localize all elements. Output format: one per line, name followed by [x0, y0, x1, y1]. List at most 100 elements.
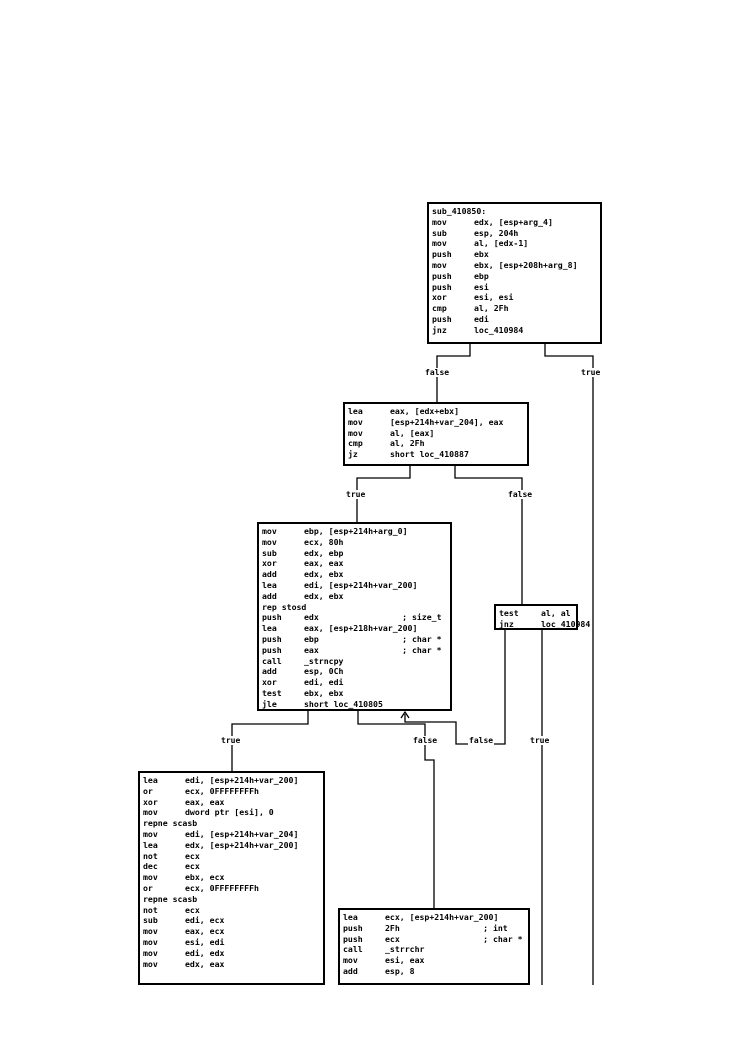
- asm-mnemonic: add: [343, 965, 358, 976]
- asm-mnemonic: jnz: [499, 618, 514, 629]
- asm-mnemonic: mov: [143, 828, 158, 839]
- edge-b1-true: [544, 344, 594, 985]
- asm-operands: al, [eax]: [390, 427, 435, 438]
- asm-mnemonic: add: [262, 569, 277, 580]
- code-block-4[interactable]: test al, al jnz loc_410984: [494, 604, 590, 630]
- asm-mnemonic: sub: [432, 227, 447, 238]
- asm-operands: ecx: [185, 850, 200, 861]
- asm-operands: esi, esi: [474, 292, 514, 303]
- asm-operands: edi, [esp+214h+var_200]: [185, 775, 299, 785]
- asm-operands: ebp: [304, 633, 319, 644]
- asm-line: xor edi, edi: [262, 677, 447, 688]
- asm-operands: short loc_410887: [390, 449, 469, 460]
- asm-mnemonic: xor: [432, 292, 447, 303]
- asm-mnemonic: push: [432, 249, 452, 260]
- asm-mnemonic: lea: [343, 912, 358, 922]
- asm-mnemonic: mov: [432, 238, 447, 249]
- asm-operands: ecx, 0FFFFFFFFh: [185, 785, 259, 796]
- asm-operands: 2Fh: [385, 922, 400, 933]
- asm-operands: esp, 204h: [474, 227, 519, 238]
- asm-operands: loc_410984: [474, 324, 524, 335]
- asm-mnemonic: cmp: [348, 438, 363, 449]
- asm-operands: edx, ebx: [304, 590, 344, 601]
- asm-mnemonic: sub: [143, 915, 158, 926]
- asm-operands: ecx, 0FFFFFFFFh: [185, 882, 259, 893]
- edge-label-b4-true: true: [529, 736, 551, 745]
- asm-operands: edi, edx: [185, 947, 225, 958]
- asm-line: mov al, [eax]: [348, 428, 524, 439]
- asm-mnemonic: dec: [143, 861, 158, 872]
- asm-mnemonic: mov: [143, 947, 158, 958]
- asm-operands: edi, edi: [304, 677, 344, 688]
- edge-label-b1-false: false: [424, 368, 451, 377]
- asm-operands: ecx: [385, 933, 400, 944]
- asm-operands: edx, ebp: [304, 547, 344, 558]
- edge-b2-true: [356, 466, 411, 522]
- asm-operands: al, al: [541, 608, 571, 618]
- asm-mnemonic: mov: [432, 259, 447, 270]
- asm-operands: ebx, ecx: [185, 872, 225, 883]
- asm-mnemonic: mov: [343, 955, 358, 966]
- asm-operands: edx, eax: [185, 958, 225, 969]
- asm-mnemonic: not: [143, 850, 158, 861]
- asm-operands: ecx, 80h: [304, 536, 344, 547]
- asm-operands: ecx: [185, 861, 200, 872]
- asm-mnemonic: mov: [348, 416, 363, 427]
- asm-mnemonic: xor: [262, 677, 277, 688]
- asm-mnemonic: mov: [143, 936, 158, 947]
- asm-line: sub esp, 204h: [432, 228, 597, 239]
- asm-mnemonic: xor: [143, 796, 158, 807]
- asm-mnemonic: sub: [262, 547, 277, 558]
- asm-mnemonic: not: [143, 904, 158, 915]
- asm-mnemonic: test: [499, 608, 519, 618]
- asm-mnemonic: jnz: [432, 324, 447, 335]
- asm-operands: edx, ebx: [304, 569, 344, 580]
- asm-mnemonic: rep stosd: [262, 601, 307, 612]
- asm-mnemonic: mov: [348, 427, 363, 438]
- asm-operands: ebp, [esp+214h+arg_0]: [304, 526, 408, 536]
- asm-mnemonic: mov: [432, 216, 447, 227]
- asm-line: test al, al: [499, 608, 573, 619]
- asm-operands: dword ptr [esi], 0: [185, 807, 274, 818]
- asm-operands: [esp+214h+var_204], eax: [390, 416, 504, 427]
- asm-mnemonic: mov: [143, 807, 158, 818]
- asm-operands: edx, [esp+arg_4]: [474, 216, 553, 227]
- asm-operands: esi, edi: [185, 936, 225, 947]
- asm-mnemonic: mov: [143, 926, 158, 937]
- asm-operands: loc_410984: [541, 618, 591, 629]
- asm-operands: edi: [474, 313, 489, 324]
- asm-comment: ; char *: [483, 933, 523, 944]
- asm-mnemonic: mov: [262, 536, 277, 547]
- asm-operands: eax, [esp+218h+var_200]: [304, 623, 418, 634]
- asm-mnemonic: mov: [143, 872, 158, 883]
- asm-comment: ; size_t: [402, 612, 442, 623]
- asm-line: repne scasb: [143, 818, 320, 829]
- asm-mnemonic: repne scasb: [143, 893, 198, 904]
- edge-label-b4-false: false: [468, 736, 495, 745]
- asm-mnemonic: lea: [348, 406, 363, 416]
